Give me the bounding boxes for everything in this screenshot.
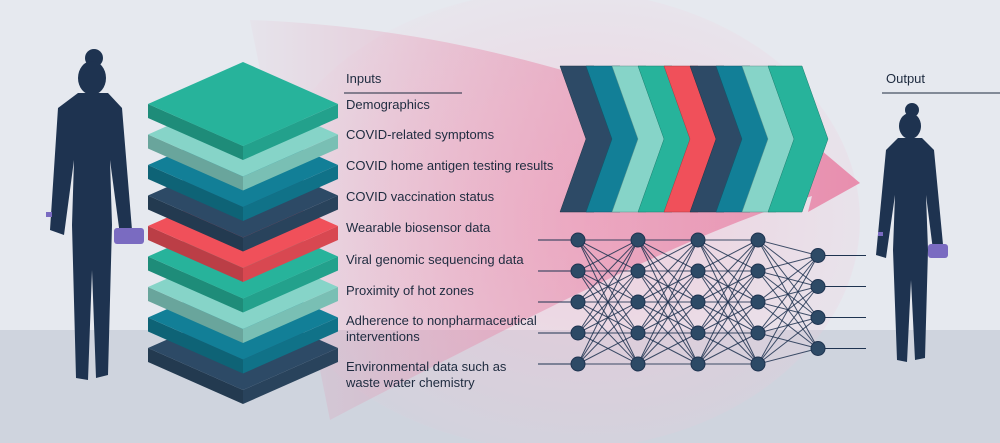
network-edge	[577, 332, 639, 365]
input-label-symptoms: COVID-related symptoms	[346, 127, 495, 142]
network-edge	[577, 270, 639, 365]
input-label-nonpharm: Adherence to nonpharmaceutical intervent…	[346, 313, 537, 344]
input-label-genomic: Viral genomic sequencing data	[346, 252, 524, 267]
network-node-l3-n3	[690, 294, 706, 310]
network-edge	[697, 239, 759, 365]
network-edge	[757, 255, 819, 272]
network-node-l4-n4	[750, 325, 766, 341]
inputs-header: Inputs	[346, 71, 382, 86]
phone-left	[114, 228, 144, 244]
input-label-vaccination: COVID vaccination status	[346, 189, 495, 204]
input-label-hot-zones: Proximity of hot zones	[346, 283, 474, 298]
network-node-l4-n5	[750, 356, 766, 372]
network-edge	[577, 239, 639, 365]
input-label-antigen-testing: COVID home antigen testing results	[346, 158, 554, 173]
network-edge	[757, 255, 819, 365]
network-node-l5-n2	[810, 279, 826, 294]
network-edge	[637, 239, 699, 334]
network-node-l1-n5	[570, 356, 586, 372]
network-edge	[637, 239, 699, 303]
network-edge	[697, 239, 759, 303]
chevron-9	[767, 65, 829, 213]
network-node-l2-n3	[630, 294, 646, 310]
network-node-l4-n2	[750, 263, 766, 279]
network-node-l5-n1	[810, 248, 826, 263]
network-node-l2-n4	[630, 325, 646, 341]
output-header: Output	[886, 71, 926, 86]
network-edge	[697, 239, 759, 334]
network-node-l5-n4	[810, 341, 826, 356]
network-edge	[637, 239, 699, 272]
network-edge	[697, 301, 759, 365]
network-edge	[757, 286, 819, 365]
network-edge	[637, 301, 699, 365]
network-node-l1-n2	[570, 263, 586, 279]
network-edge	[757, 317, 819, 365]
network-node-l4-n3	[750, 294, 766, 310]
network-edge	[757, 255, 819, 303]
input-layer-stack	[148, 62, 338, 404]
network-edge	[697, 239, 759, 272]
input-label-environmental: Environmental data such as waste water c…	[346, 359, 507, 390]
network-edge	[637, 239, 699, 365]
network-node-l4-n1	[750, 232, 766, 248]
person-right	[876, 103, 944, 362]
wristband-left	[46, 212, 52, 217]
input-label-demographics: Demographics	[346, 97, 430, 112]
network-node-l3-n2	[690, 263, 706, 279]
network-node-l1-n4	[570, 325, 586, 341]
network-edge	[577, 301, 639, 365]
network-edge	[697, 270, 759, 365]
network-edge	[757, 239, 819, 256]
network-node-l2-n2	[630, 263, 646, 279]
wristband-right	[878, 232, 883, 236]
network-edge	[757, 348, 819, 365]
network-node-l3-n4	[690, 325, 706, 341]
network-node-l2-n5	[630, 356, 646, 372]
feature-chevrons	[559, 65, 829, 213]
network-node-l5-n3	[810, 310, 826, 325]
network-edge	[577, 239, 639, 272]
network-node-l2-n1	[630, 232, 646, 248]
person-left	[50, 49, 132, 380]
network-node-l3-n1	[690, 232, 706, 248]
network-edge	[697, 332, 759, 365]
input-layer-1	[148, 62, 338, 160]
phone-right	[928, 244, 948, 258]
network-edge	[577, 239, 639, 334]
input-label-biosensor: Wearable biosensor data	[346, 220, 491, 235]
network-node-l1-n3	[570, 294, 586, 310]
network-node-l1-n1	[570, 232, 586, 248]
network-edge	[757, 255, 819, 334]
network-edge	[637, 270, 699, 365]
neural-network	[538, 232, 866, 372]
network-node-l3-n5	[690, 356, 706, 372]
network-edge	[577, 239, 639, 303]
network-edge	[637, 332, 699, 365]
